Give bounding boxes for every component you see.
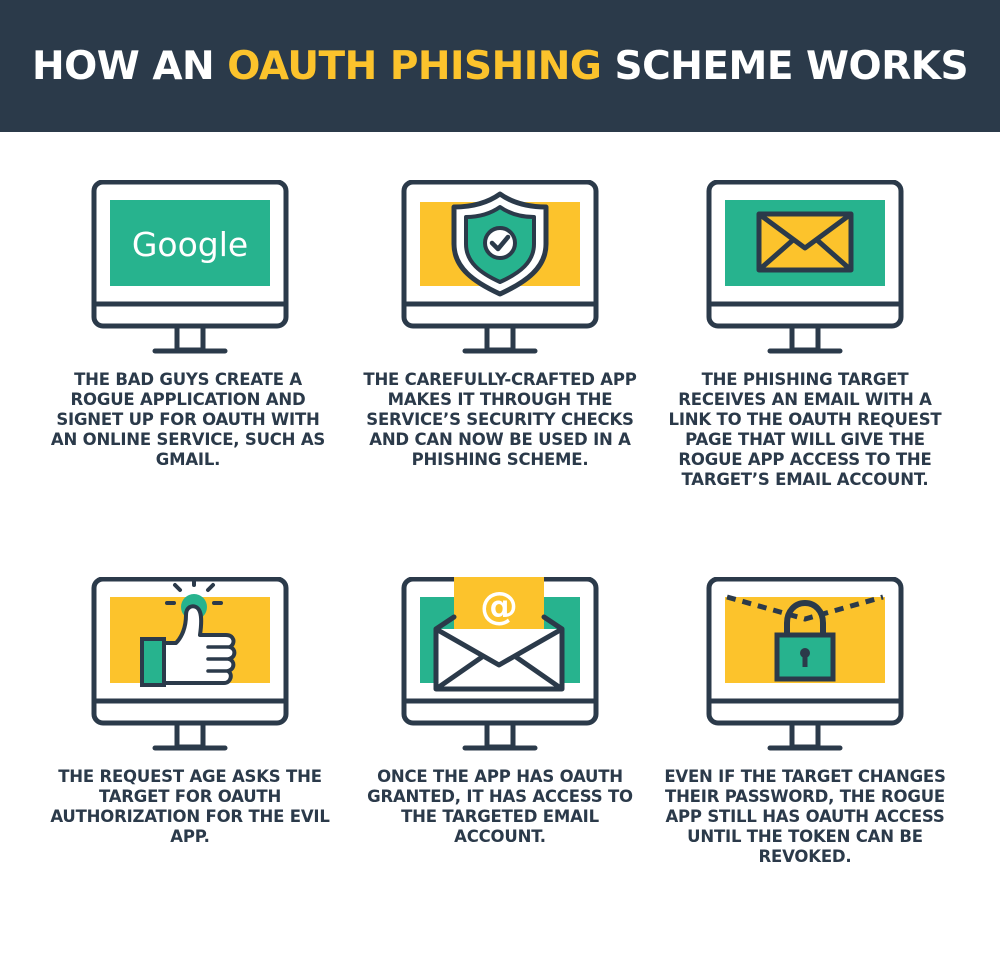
- step-6-caption: EVEN IF THE TARGET CHANGES THEIR PASSWOR…: [664, 767, 946, 866]
- title-prefix: HOW AN: [31, 43, 228, 89]
- title-suffix: SCHEME WORKS: [601, 43, 969, 89]
- google-logo-text: Google: [132, 225, 248, 264]
- at-symbol: @: [480, 584, 518, 628]
- padlock-icon: [726, 594, 884, 682]
- step-4-caption: THE REQUEST AGE ASKS THE TARGET FOR OAUT…: [50, 767, 330, 846]
- open-envelope-at-icon: @: [433, 577, 565, 692]
- monitor-4: [91, 577, 289, 751]
- step-3-caption: THE PHISHING TARGET RECEIVES AN EMAIL WI…: [668, 370, 942, 489]
- title-accent: OAUTH PHISHING: [227, 43, 602, 89]
- monitor-5: @: [401, 577, 599, 751]
- page-title: HOW AN OAUTH PHISHING SCHEME WORKS: [31, 43, 969, 89]
- step-2-caption: THE CAREFULLY-CRAFTED APP MAKES IT THROU…: [363, 370, 637, 469]
- header-banner: HOW AN OAUTH PHISHING SCHEME WORKS: [0, 0, 1000, 132]
- thumbs-up-icon: [140, 577, 237, 687]
- monitor-1: Google: [91, 180, 289, 354]
- monitor-2: [401, 180, 599, 354]
- shield-check-icon: [451, 191, 549, 297]
- monitor-6: [706, 577, 904, 751]
- google-logo-icon: Google: [110, 200, 270, 286]
- step-1-caption: THE BAD GUYS CREATE A ROGUE APPLICATION …: [50, 370, 326, 469]
- monitor-3: [706, 180, 904, 354]
- step-5-caption: ONCE THE APP HAS OAUTH GRANTED, IT HAS A…: [367, 767, 633, 846]
- envelope-icon: [756, 211, 854, 273]
